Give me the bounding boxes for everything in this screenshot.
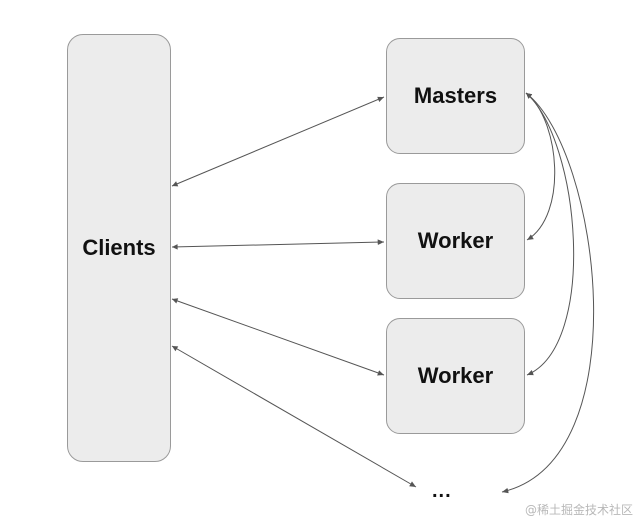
edge-clients-more [171,345,417,488]
more-workers-ellipsis: ... [432,480,452,502]
masters-label: Masters [413,83,498,108]
watermark-text: @稀土掘金技术社区 [524,503,633,517]
worker-label-1: Worker [417,228,494,253]
clients-label: Clients [82,235,156,260]
worker-label-2: Worker [417,363,494,388]
masters-node: Masters [386,38,525,154]
worker-node-2: Worker [386,318,525,434]
clients-node: Clients [67,34,171,462]
worker-node-1: Worker [386,183,525,299]
edge-clients-worker-1 [171,239,385,250]
edge-masters-worker-1 [525,92,556,241]
edge-masters-worker-2 [525,92,575,376]
edge-clients-masters [171,96,385,187]
edge-clients-worker-2 [171,298,385,376]
